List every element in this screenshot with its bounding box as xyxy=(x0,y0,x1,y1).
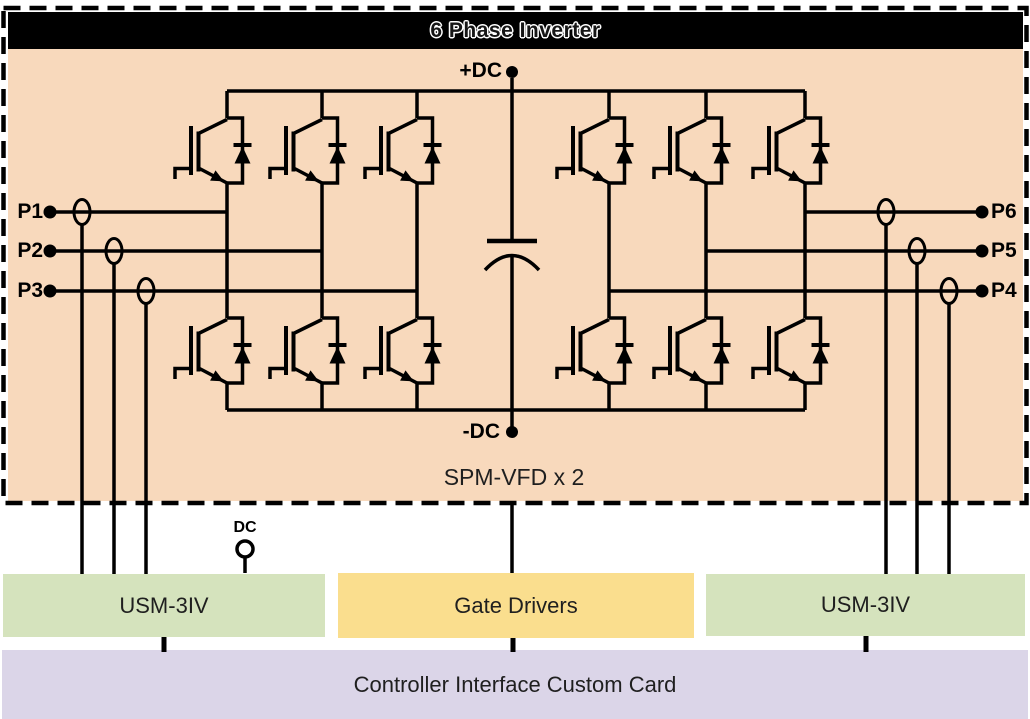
dc-input-connector xyxy=(235,539,255,559)
spm-module-label: SPM-VFD x 2 xyxy=(443,464,585,490)
phase-label-p2: P2 xyxy=(17,239,43,262)
inverter-title-bar: 6 Phase Inverter xyxy=(8,12,1023,49)
phase-label-p1: P1 xyxy=(17,200,43,223)
usm-right-label: USM-3IV xyxy=(820,592,911,617)
minus-dc-label: -DC xyxy=(462,420,500,443)
usm-right-board: USM-3IV xyxy=(706,574,1025,636)
inverter-title: 6 Phase Inverter xyxy=(430,18,601,42)
phase-label-p3: P3 xyxy=(17,279,43,302)
gate-drivers-board: Gate Drivers xyxy=(338,573,694,638)
controller-card-label: Controller Interface Custom Card xyxy=(353,671,677,697)
inverter-enclosure xyxy=(8,49,1023,501)
dc-input-label: DC xyxy=(233,519,257,536)
plus-dc-label: +DC xyxy=(459,59,502,82)
controller-card-board: Controller Interface Custom Card xyxy=(2,650,1028,719)
phase-label-p5: P5 xyxy=(991,239,1017,262)
gate-drivers-label: Gate Drivers xyxy=(454,592,578,618)
usm-left-board: USM-3IV xyxy=(3,574,325,637)
phase-label-p4: P4 xyxy=(991,279,1017,302)
phase-label-p6: P6 xyxy=(991,200,1017,223)
usm-left-label: USM-3IV xyxy=(119,592,209,618)
